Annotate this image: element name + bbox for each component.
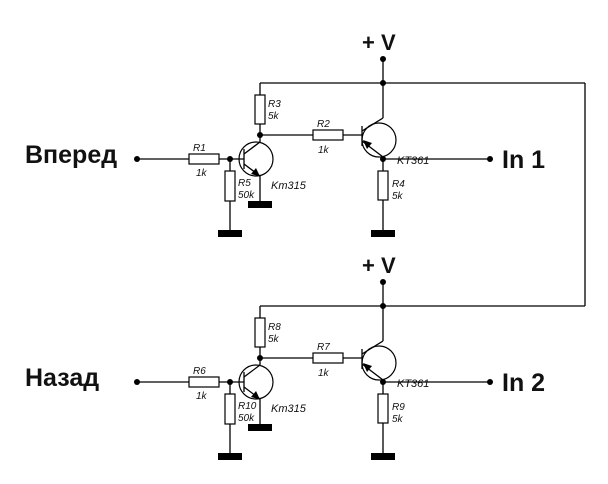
output-label: In 2 bbox=[502, 369, 545, 397]
resistor-R3 bbox=[254, 94, 266, 125]
transistor-npn-driver bbox=[238, 141, 274, 177]
resistor-value: 1k bbox=[196, 391, 208, 402]
transistor-label: KT361 bbox=[397, 155, 429, 167]
resistor-label: R8 bbox=[268, 322, 281, 333]
input-label: Вперед bbox=[25, 141, 117, 169]
transistor-npn-driver bbox=[238, 364, 274, 400]
emitter-arrow-icon bbox=[363, 363, 372, 372]
resistor-value: 5k bbox=[268, 334, 280, 345]
transistor-pnp-output bbox=[361, 117, 397, 158]
resistor-label: R7 bbox=[317, 342, 330, 353]
resistor-label: R3 bbox=[268, 99, 281, 110]
transistor-label: Km315 bbox=[271, 180, 307, 192]
resistor-R4 bbox=[377, 170, 389, 201]
resistor-R1 bbox=[188, 153, 220, 165]
output-terminal-dot bbox=[487, 156, 493, 162]
resistor-value: 1k bbox=[318, 145, 330, 156]
ground-symbol bbox=[371, 230, 395, 237]
resistor-value: 50k bbox=[238, 190, 255, 201]
resistor-value: 50k bbox=[238, 413, 255, 424]
transistor-body bbox=[238, 141, 274, 177]
resistor-label: R1 bbox=[193, 143, 206, 154]
transistor-label: KT361 bbox=[397, 378, 429, 390]
transistor-body bbox=[238, 364, 274, 400]
ground-symbol bbox=[371, 453, 395, 460]
resistor-value: 5k bbox=[392, 191, 404, 202]
resistor-R9 bbox=[377, 393, 389, 424]
resistor-R6 bbox=[188, 376, 220, 388]
power-terminal-dot bbox=[380, 279, 386, 285]
power-terminal-dot bbox=[380, 56, 386, 62]
emitter-arrow-icon bbox=[363, 140, 372, 149]
resistor-R8 bbox=[254, 317, 266, 348]
ground-symbol bbox=[248, 424, 272, 431]
output-label: In 1 bbox=[502, 146, 545, 174]
resistor-value: 1k bbox=[196, 168, 208, 179]
resistor-label: R4 bbox=[392, 179, 405, 190]
ground-symbol bbox=[218, 230, 242, 237]
input-label: Назад bbox=[25, 364, 99, 392]
resistor-R10 bbox=[224, 393, 236, 425]
transistor-collector-lead bbox=[361, 340, 384, 355]
emitter-arrow-icon bbox=[251, 391, 260, 400]
transistor-pnp-output bbox=[361, 340, 397, 381]
resistor-value: 5k bbox=[268, 111, 280, 122]
resistor-label: R10 bbox=[238, 401, 257, 412]
resistor-R2 bbox=[312, 129, 344, 141]
ground-symbol bbox=[248, 201, 272, 208]
ground-symbol bbox=[218, 453, 242, 460]
transistor-collector-lead bbox=[243, 141, 261, 155]
resistor-label: R2 bbox=[317, 119, 330, 130]
resistor-value: 5k bbox=[392, 414, 404, 425]
transistor-collector-lead bbox=[243, 364, 261, 378]
power-label: + V bbox=[362, 253, 396, 278]
resistor-value: 1k bbox=[318, 368, 330, 379]
resistor-R7 bbox=[312, 352, 344, 364]
resistor-label: R5 bbox=[238, 178, 251, 189]
power-label: + V bbox=[362, 30, 396, 55]
emitter-arrow-icon bbox=[251, 168, 260, 177]
resistor-label: R9 bbox=[392, 402, 405, 413]
transistor-label: Km315 bbox=[271, 403, 307, 415]
transistor-collector-lead bbox=[361, 117, 384, 132]
output-terminal-dot bbox=[487, 379, 493, 385]
resistor-R5 bbox=[224, 170, 236, 202]
resistor-label: R6 bbox=[193, 366, 206, 377]
